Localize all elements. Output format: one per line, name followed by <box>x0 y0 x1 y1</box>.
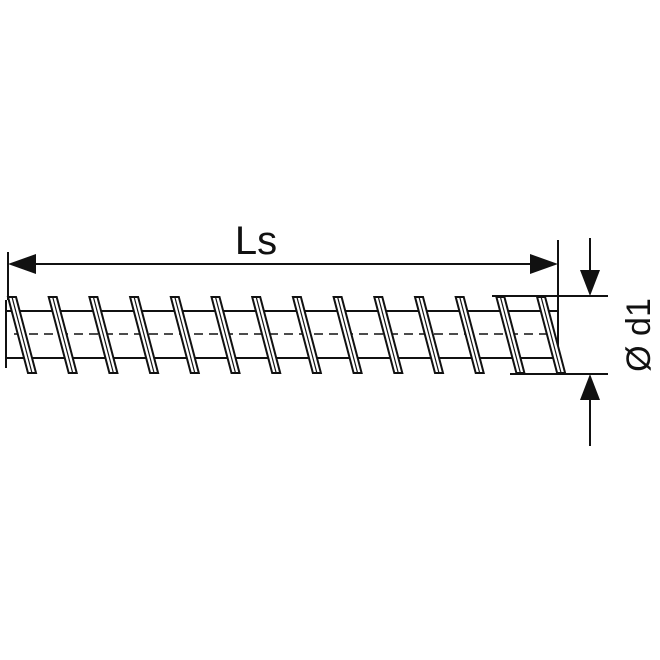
length-dimension <box>7 240 559 300</box>
thread-crest <box>11 296 33 374</box>
thread-crest <box>214 296 237 374</box>
length-arrow-right <box>530 254 558 274</box>
thread-crest <box>255 296 277 374</box>
thread-crest <box>459 296 481 374</box>
diameter-arrow-bottom <box>580 374 600 400</box>
thread-crest <box>133 296 155 374</box>
thread-crest <box>52 296 74 374</box>
diameter-label: Ø d1 <box>620 298 658 372</box>
length-arrow-left <box>8 254 36 274</box>
thread-group <box>6 296 567 374</box>
thread-crest <box>499 296 521 374</box>
thread-crest <box>92 296 114 374</box>
thread-crest <box>540 296 562 374</box>
thread-crest <box>377 296 399 374</box>
thread-crest <box>174 296 196 374</box>
length-label: Ls <box>235 219 277 263</box>
thread-crest <box>337 296 359 374</box>
diameter-arrow-top <box>580 270 600 296</box>
thread-crest <box>296 296 318 374</box>
thread-crest <box>418 296 440 374</box>
